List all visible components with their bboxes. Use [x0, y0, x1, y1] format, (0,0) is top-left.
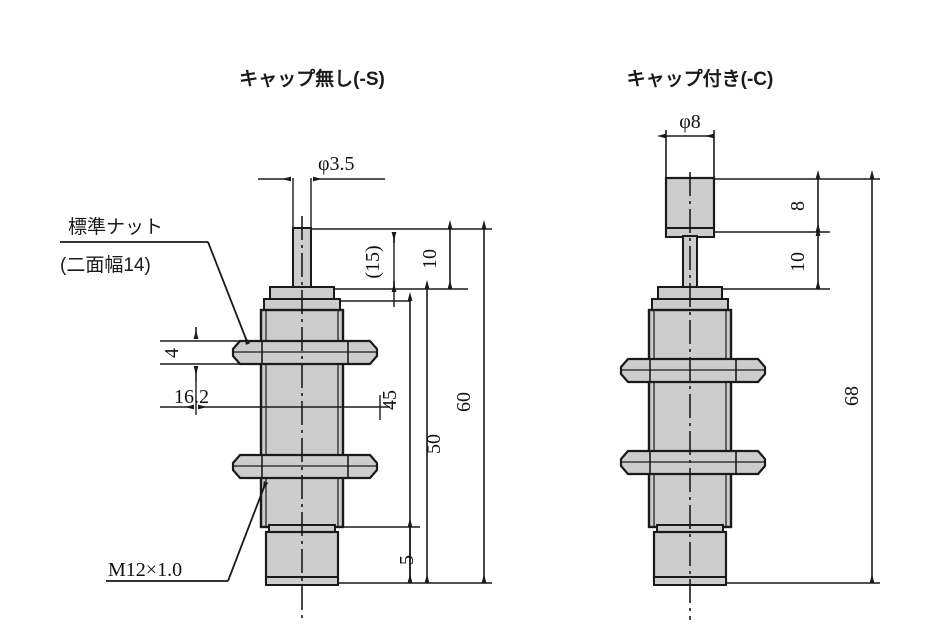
- dim-text-cap-height: 8: [787, 201, 809, 211]
- dim-text-body-length: 45: [379, 390, 401, 410]
- dim-text-cap-dia: φ8: [679, 111, 701, 133]
- callout-standard-nut-leader: [207, 241, 251, 345]
- dim-text-nut-offset: 16.2: [174, 386, 209, 408]
- part-no-cap-geometry: [231, 216, 379, 620]
- callout-standard-nut: 標準ナット (二面幅14): [60, 216, 251, 345]
- dim-overall-length-c: 68: [841, 170, 875, 583]
- dim-text-nut-thickness: 4: [161, 348, 183, 358]
- callout-thread-spec: M12×1.0: [106, 481, 269, 582]
- right-extension-lines-cap: [714, 178, 880, 584]
- dim-overall-length-s: 60: [453, 220, 487, 583]
- dim-nut-thickness: 4: [160, 327, 250, 381]
- dim-cap-height: 8: [787, 170, 821, 232]
- dim-text-overall-length-c: 68: [841, 386, 863, 406]
- view-no-cap-title: キャップ無し(-S): [239, 67, 385, 90]
- nut-upper-cap: [619, 357, 767, 384]
- dim-shaft-protrusion-ref: (15): [362, 232, 397, 307]
- dim-nut-offset: 16.2: [160, 381, 390, 420]
- view-with-cap: キャップ付き(-C): [619, 67, 880, 620]
- dim-cap-gap: 10: [787, 227, 821, 289]
- callout-thread-spec-text: M12×1.0: [108, 559, 182, 581]
- dim-text-overall-length-s: 60: [453, 392, 475, 412]
- part-with-cap-geometry: [619, 172, 767, 620]
- callout-standard-nut-line2: (二面幅14): [60, 254, 151, 276]
- dim-cap-dia: φ8: [657, 111, 715, 180]
- nut-lower: [231, 453, 379, 480]
- dim-text-cap-gap: 10: [787, 252, 809, 272]
- dim-text-shaft-dia: φ3.5: [318, 153, 355, 175]
- dim-mid-length: 50: [423, 280, 445, 583]
- dim-head-to-body: 10: [419, 220, 453, 289]
- right-extension-lines: [311, 228, 492, 584]
- nut-lower-cap: [619, 449, 767, 476]
- view-with-cap-title: キャップ付き(-C): [627, 67, 774, 90]
- main-barrel-cap: [647, 308, 733, 529]
- dim-text-shaft-protrusion-ref: (15): [362, 245, 384, 278]
- dim-text-mid-length: 50: [423, 434, 445, 454]
- dim-text-head-to-body: 10: [419, 249, 441, 269]
- dim-text-thread-end: 5: [396, 555, 418, 565]
- callout-thread-spec-leader: [227, 481, 269, 582]
- nut-upper: [231, 339, 379, 366]
- view-no-cap: キャップ無し(-S): [60, 67, 492, 620]
- callout-standard-nut-line1: 標準ナット: [68, 216, 163, 238]
- dim-thread-end: 5: [396, 518, 418, 583]
